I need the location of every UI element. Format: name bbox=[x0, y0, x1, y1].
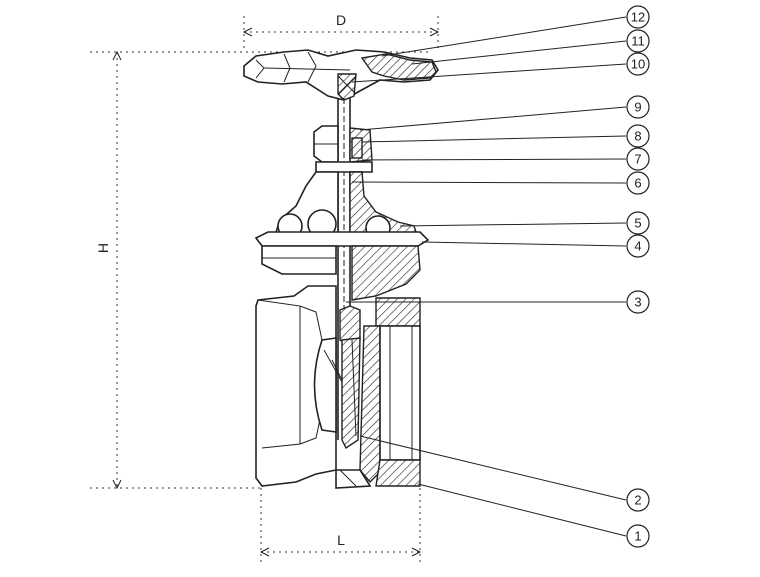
dimension-l: L bbox=[259, 488, 422, 562]
callout-11: 11 bbox=[626, 29, 650, 53]
callout-1: 1 bbox=[626, 524, 650, 548]
callout-7-label: 7 bbox=[634, 152, 641, 167]
valve-seat bbox=[335, 297, 421, 489]
callout-3: 3 bbox=[626, 290, 650, 314]
handwheel bbox=[243, 49, 439, 101]
callout-9-label: 9 bbox=[634, 100, 641, 115]
leader-lines bbox=[346, 16, 627, 537]
bonnet-flange bbox=[254, 231, 430, 301]
callout-12: 12 bbox=[626, 5, 650, 29]
dimension-d-label: D bbox=[336, 12, 346, 28]
callout-4: 4 bbox=[626, 234, 650, 258]
callout-7: 7 bbox=[626, 147, 650, 171]
callout-10-label: 10 bbox=[631, 57, 645, 72]
valve-body bbox=[255, 285, 343, 487]
callout-8-label: 8 bbox=[634, 129, 641, 144]
callout-8: 8 bbox=[626, 124, 650, 148]
dimension-l-label: L bbox=[337, 532, 345, 548]
callout-12-label: 12 bbox=[631, 10, 645, 25]
callout-6-label: 6 bbox=[634, 176, 641, 191]
dimension-h-label: H bbox=[95, 243, 111, 253]
callout-10: 10 bbox=[626, 52, 650, 76]
callout-11-label: 11 bbox=[631, 34, 645, 49]
wedge bbox=[339, 305, 361, 450]
callout-6: 6 bbox=[626, 171, 650, 195]
callout-9: 9 bbox=[626, 95, 650, 119]
callout-5: 5 bbox=[626, 211, 650, 235]
callout-2: 2 bbox=[626, 488, 650, 512]
callout-2-label: 2 bbox=[634, 493, 641, 508]
callout-1-label: 1 bbox=[634, 529, 641, 544]
callout-3-label: 3 bbox=[634, 295, 641, 310]
callout-4-label: 4 bbox=[634, 239, 641, 254]
callout-5-label: 5 bbox=[634, 216, 641, 231]
dimension-d: D bbox=[242, 12, 440, 52]
